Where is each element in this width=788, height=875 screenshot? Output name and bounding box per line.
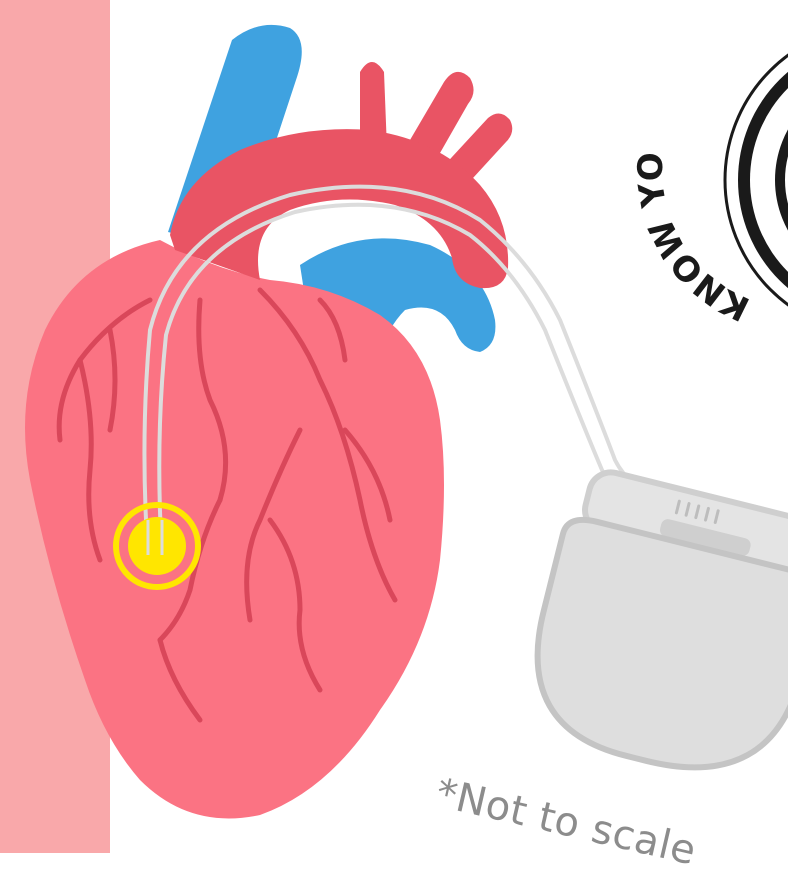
electrode [116, 505, 198, 587]
pacemaker-illustration: KNOW YO [0, 0, 788, 853]
pacemaker-device [515, 464, 788, 792]
badge-logo: KNOW YO [631, 25, 788, 335]
